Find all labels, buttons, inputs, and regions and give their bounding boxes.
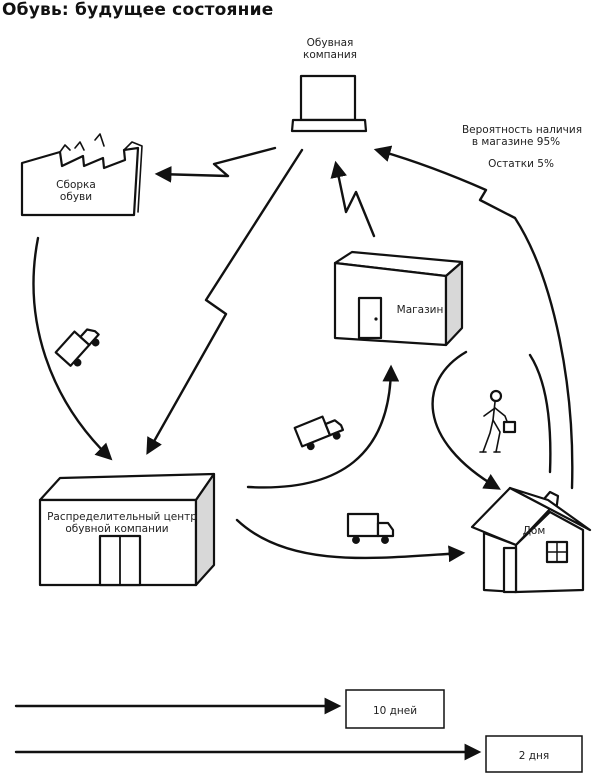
store-building-icon xyxy=(333,250,464,347)
company-label-line1: Обувная xyxy=(307,37,354,49)
stock-text: Остатки 5% xyxy=(488,158,554,170)
signal-company-to-factory-icon xyxy=(154,146,277,183)
availability-text-line1: Вероятность наличия xyxy=(462,124,582,136)
flow-dc-to-store xyxy=(246,364,400,489)
flow-home-return xyxy=(528,353,552,474)
dc-label-line1: Распределительный центр xyxy=(47,511,197,523)
warehouse-icon xyxy=(38,472,216,587)
timeline-label-10-days: 10 дней xyxy=(373,705,417,717)
diagram-title: Обувь: будущее состояние xyxy=(2,0,274,20)
timeline-box-10-days xyxy=(345,689,445,729)
signal-store-to-company-icon xyxy=(330,160,376,238)
flow-dc-to-home xyxy=(235,518,466,563)
timeline-label-2-days: 2 дня xyxy=(519,750,549,762)
factory-icon xyxy=(20,133,143,217)
company-terminal-icon xyxy=(290,74,368,133)
factory-label-line2: обуви xyxy=(60,191,92,203)
store-label: Магазин xyxy=(397,304,444,316)
company-label-line2: компания xyxy=(303,49,357,61)
house-icon xyxy=(470,486,592,594)
availability-text-line2: в магазине 95% xyxy=(472,136,560,148)
timeline-box-2-days xyxy=(485,735,583,773)
walking-person-with-bag-icon xyxy=(479,389,517,453)
flow-store-to-home xyxy=(431,350,501,490)
dc-label-line2: обувной компании xyxy=(65,523,168,535)
truck-icon xyxy=(293,415,345,451)
signal-home-to-company-icon xyxy=(373,145,574,490)
truck-icon xyxy=(54,328,100,367)
truck-icon xyxy=(346,512,395,544)
home-label: Дом xyxy=(523,525,546,537)
factory-label-line1: Сборка xyxy=(56,179,96,191)
signal-company-to-dc-icon xyxy=(146,148,304,455)
flow-factory-to-dc xyxy=(32,236,113,461)
